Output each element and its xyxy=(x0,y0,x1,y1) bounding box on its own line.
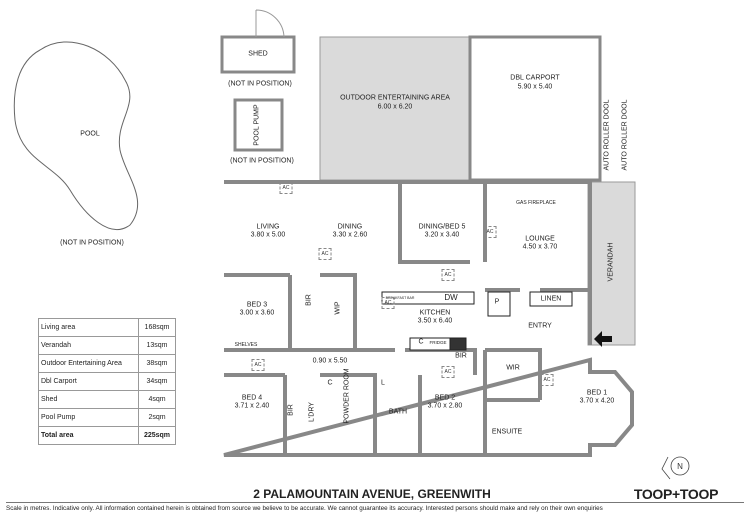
area-value: 2sqm xyxy=(138,408,176,427)
area-label: Pool Pump xyxy=(38,408,139,427)
linen-cupboard-label: L xyxy=(381,379,385,387)
hall-dim: 0.90 x 5.50 xyxy=(312,357,348,365)
bed2-dim: 3.70 x 2.80 xyxy=(427,402,463,410)
area-label: Verandah xyxy=(38,336,139,355)
kitchen-dim: 3.50 x 6.40 xyxy=(417,317,453,325)
area-label: Total area xyxy=(38,426,139,445)
area-label: Living area xyxy=(38,318,139,337)
bed4-label: BED 4 xyxy=(241,394,263,402)
carport-area xyxy=(468,35,602,182)
outdoor-area xyxy=(319,36,471,181)
carport-label: DBL CARPORT xyxy=(510,74,560,82)
area-label: Dbl Carport xyxy=(38,372,139,391)
brand-logo: TOOP+TOOP xyxy=(633,486,719,502)
bed1-label: BED 1 xyxy=(586,389,608,397)
powder-room-label: POWDER ROOM xyxy=(343,368,351,424)
pool-note: (NOT IN POSITION) xyxy=(60,239,124,247)
area-value: 4sqm xyxy=(138,390,176,409)
north-label: N xyxy=(677,462,683,471)
pool-pump-outline xyxy=(233,98,284,152)
dw-label: DW xyxy=(444,293,458,302)
bed1-dim: 3.70 x 4.20 xyxy=(579,397,615,405)
bed2-label: BED 2 xyxy=(434,394,456,402)
linen-label: LINEN xyxy=(540,295,562,303)
verandah-area xyxy=(587,181,636,346)
laundry-label: L'DRY xyxy=(308,402,316,422)
lounge-label: LOUNGE xyxy=(525,235,555,243)
north-compass-icon: N xyxy=(661,456,690,480)
ac-vent: AC xyxy=(279,182,293,194)
kitchen-label: KITCHEN xyxy=(419,309,451,317)
area-value: 38sqm xyxy=(138,354,176,373)
pool-pump-note: (NOT IN POSITION) xyxy=(230,157,294,165)
bed3-label: BED 3 xyxy=(246,301,268,309)
area-label: Shed xyxy=(38,390,139,409)
wip-label: WIP xyxy=(334,301,342,315)
dining-label: DINING xyxy=(337,223,363,231)
roller-door-label-2: AUTO ROLLER DOOL xyxy=(621,99,629,171)
bed3-dim: 3.00 x 3.60 xyxy=(239,309,275,317)
ac-vent: AC xyxy=(251,359,265,371)
area-label: Outdoor Entertaining Area xyxy=(38,354,139,373)
bir-label-bed3: BIR xyxy=(305,294,313,306)
ac-vent: AC xyxy=(441,366,455,378)
shed-label: SHED xyxy=(248,50,268,58)
area-value: 34sqm xyxy=(138,372,176,391)
living-dim: 3.80 x 5.00 xyxy=(250,231,286,239)
gas-fireplace-label: GAS FIREPLACE xyxy=(516,199,556,206)
area-value: 168sqm xyxy=(138,318,176,337)
pool-pump-label: POOL PUMP xyxy=(253,104,261,146)
roller-door-label-1: AUTO ROLLER DOOL xyxy=(603,99,611,171)
entry-label: ENTRY xyxy=(528,322,552,330)
shed-note: (NOT IN POSITION) xyxy=(228,80,292,88)
outdoor-label: OUTDOOR ENTERTAINING AREA xyxy=(340,94,450,102)
dining-bed5-dim: 3.20 x 3.40 xyxy=(424,231,460,239)
lounge-dim: 4.50 x 3.70 xyxy=(522,243,558,251)
outdoor-dim: 6.00 x 6.20 xyxy=(377,103,413,111)
fridge-label: FRIDGE xyxy=(429,340,447,346)
bath-label: BATH xyxy=(388,408,408,416)
bir-label-kitchen: BIR xyxy=(455,352,467,360)
shelves-label: SHELVES xyxy=(234,341,258,348)
bir-label-bed4: BIR xyxy=(287,404,295,416)
ac-vent: AC xyxy=(540,374,554,386)
dining-dim: 3.30 x 2.60 xyxy=(332,231,368,239)
bed4-dim: 3.71 x 2.40 xyxy=(234,402,270,410)
pool-label: POOL xyxy=(80,130,100,138)
disclaimer-text: Scale in metres. Indicative only. All in… xyxy=(6,502,744,512)
verandah-label: VERANDAH xyxy=(607,242,615,282)
ensuite-label: ENSUITE xyxy=(491,428,523,436)
walls xyxy=(223,180,634,457)
cupboard-label: C xyxy=(418,338,424,346)
ac-vent: AC xyxy=(381,297,395,309)
property-address-title: 2 PALAMOUNTAIN AVENUE, GREENWITH xyxy=(253,487,491,501)
laundry-cupboard-label: C xyxy=(327,379,333,387)
entry-arrow-icon xyxy=(594,331,612,347)
ac-vent: AC xyxy=(483,226,497,238)
shed-outline xyxy=(220,35,296,74)
pantry-label: P xyxy=(494,298,500,306)
breakfast-bar-label: BREAKFAST BAR xyxy=(385,295,415,300)
wir-label: WIR xyxy=(506,364,520,372)
ac-vent: AC xyxy=(441,269,455,281)
dining-bed5-label: DINING/BED 5 xyxy=(418,223,466,231)
area-value: 225sqm xyxy=(138,426,176,445)
carport-dim: 5.90 x 5.40 xyxy=(517,83,553,91)
area-value: 13sqm xyxy=(138,336,176,355)
living-label: LIVING xyxy=(256,223,280,231)
pool-outline xyxy=(13,41,139,231)
ac-vent: AC xyxy=(318,248,332,260)
